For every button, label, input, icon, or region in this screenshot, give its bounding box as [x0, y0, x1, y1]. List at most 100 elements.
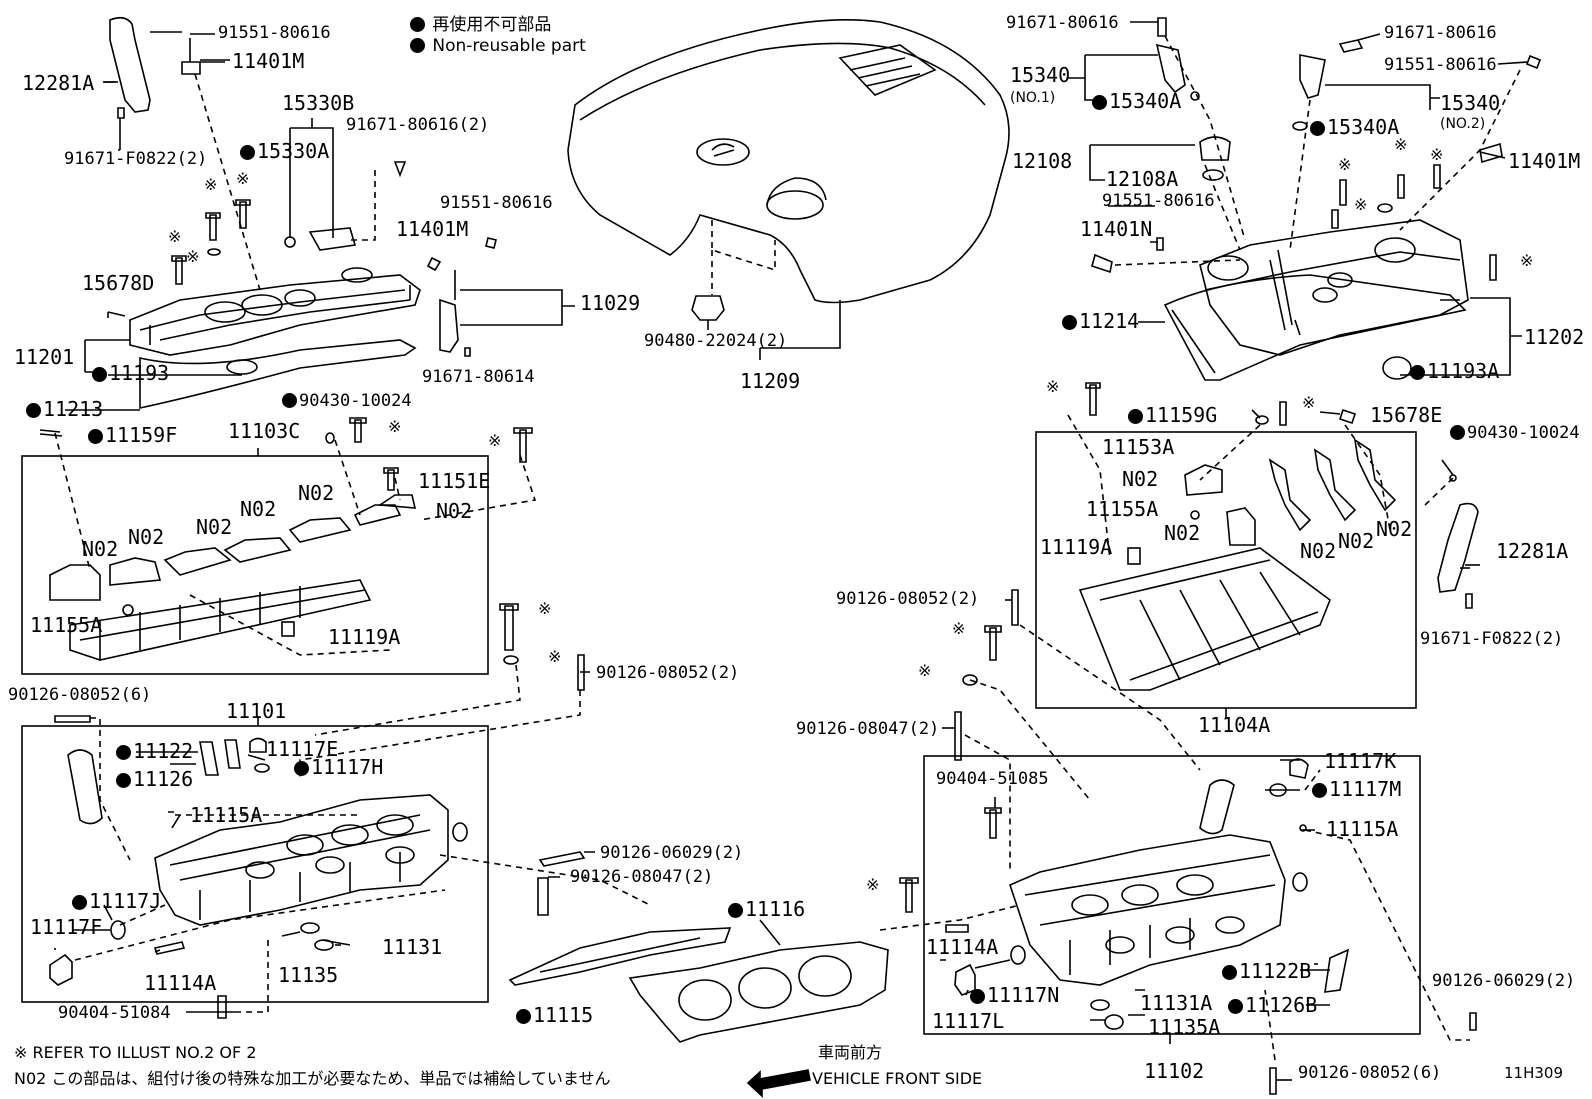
part-label[interactable]: 11115 — [516, 1004, 593, 1026]
part-label[interactable]: 15340 — [1010, 63, 1071, 87]
part-label[interactable]: 91551-80616 — [440, 193, 553, 213]
part-label[interactable]: 91551-80616 — [1102, 191, 1215, 211]
part-label[interactable]: 90126-08052(2) — [836, 589, 980, 609]
part-label[interactable]: 90126-08052(6) — [8, 685, 152, 705]
part-label[interactable]: 91671-80616 — [1006, 13, 1119, 33]
part-label[interactable]: N02 — [82, 537, 119, 561]
part-label[interactable]: 90126-08047(2) — [796, 719, 940, 739]
part-label[interactable]: 91671-F0822(2) — [1420, 629, 1564, 649]
part-label[interactable]: 11401M — [1508, 149, 1581, 173]
part-label[interactable]: 11193 — [92, 362, 169, 384]
part-label[interactable]: 90404-51085 — [936, 769, 1049, 789]
part-label[interactable]: N02 — [1338, 529, 1375, 553]
part-label[interactable]: 11126 — [116, 768, 193, 790]
non-reusable-dot-icon — [970, 989, 985, 1004]
part-label[interactable]: N02 — [240, 497, 277, 521]
part-label[interactable]: 15330A — [240, 140, 329, 162]
part-label[interactable]: N02 — [1164, 521, 1201, 545]
part-label[interactable]: 91551-80616 — [1384, 55, 1497, 75]
part-label[interactable]: 11117J — [72, 890, 161, 912]
part-label[interactable]: 11401M — [396, 217, 469, 241]
part-label[interactable]: 11131A — [1140, 991, 1213, 1015]
part-label[interactable]: 11213 — [26, 398, 103, 420]
part-label[interactable]: 90126-08052(2) — [596, 663, 740, 683]
part-label[interactable]: 15340 — [1440, 91, 1501, 115]
non-reusable-dot-icon — [294, 761, 309, 776]
part-label[interactable]: 11201 — [14, 345, 75, 369]
part-label[interactable]: 91671-80616(2) — [346, 115, 490, 135]
part-label[interactable]: 11159G — [1128, 404, 1217, 426]
part-label[interactable]: 11117F — [30, 915, 103, 939]
part-label[interactable]: N02 — [1300, 539, 1337, 563]
part-label[interactable]: 15340A — [1092, 90, 1181, 112]
part-label[interactable]: 90404-51084 — [58, 1003, 171, 1023]
part-label[interactable]: 12281A — [1496, 539, 1569, 563]
part-label[interactable]: 11117H — [294, 756, 383, 778]
part-label[interactable]: 11401M — [232, 49, 305, 73]
part-label[interactable]: 15330B — [282, 91, 355, 115]
part-label[interactable]: 11117K — [1324, 749, 1397, 773]
part-label[interactable]: 11401N — [1080, 217, 1153, 241]
part-label[interactable]: 11151E — [418, 469, 491, 493]
part-label[interactable]: 11122 — [116, 740, 193, 762]
part-label[interactable]: 90126-06029(2) — [600, 843, 744, 863]
part-label[interactable]: 11155A — [30, 613, 103, 637]
part-label[interactable]: 11153A — [1102, 435, 1175, 459]
part-label[interactable]: 12108 — [1012, 149, 1073, 173]
part-label[interactable]: 11135A — [1148, 1015, 1221, 1039]
part-label[interactable]: 11117E — [266, 737, 339, 761]
part-label[interactable]: N02 — [298, 481, 335, 505]
part-label[interactable]: 90480-22024(2) — [644, 331, 788, 351]
part-label[interactable]: N02 — [1122, 467, 1159, 491]
part-label[interactable]: 91551-80616 — [218, 23, 331, 43]
part-label[interactable]: 11117L — [932, 1009, 1005, 1033]
part-label[interactable]: 11104A — [1198, 713, 1271, 737]
part-label[interactable]: 11101 — [226, 699, 287, 723]
part-label[interactable]: 11126B — [1228, 994, 1317, 1016]
part-label[interactable]: 90126-08052(6) — [1298, 1063, 1442, 1083]
part-label[interactable]: 11116 — [728, 898, 805, 920]
part-label[interactable]: 11131 — [382, 935, 443, 959]
part-label[interactable]: 11159F — [88, 424, 177, 446]
part-label[interactable]: 11103C — [228, 419, 301, 443]
part-label[interactable]: 90126-06029(2) — [1432, 971, 1576, 991]
non-reusable-dot-icon — [410, 38, 425, 53]
part-label[interactable]: 91671-F0822(2) — [64, 149, 208, 169]
part-label[interactable]: 11029 — [580, 291, 641, 315]
part-label[interactable]: 91671-80614 — [422, 367, 535, 387]
part-label[interactable]: 11155A — [1086, 497, 1159, 521]
part-label[interactable]: 11122B — [1222, 960, 1311, 982]
part-label[interactable]: 15340A — [1310, 116, 1399, 138]
part-label[interactable]: 12108A — [1106, 167, 1179, 191]
part-label[interactable]: 11119A — [328, 625, 401, 649]
note-n02: N02 この部品は、組付け後の特殊な加工が必要なため、単品では補給していません — [14, 1069, 611, 1088]
part-label[interactable]: N02 — [1376, 517, 1413, 541]
part-label[interactable]: 11117N — [970, 984, 1059, 1006]
part-label[interactable]: 11135 — [278, 963, 339, 987]
part-label[interactable]: 15678E — [1370, 403, 1443, 427]
front-jp: 車両前方 — [818, 1043, 883, 1062]
part-label[interactable]: 11115A — [190, 803, 263, 827]
part-label[interactable]: N02 — [436, 499, 473, 523]
part-label[interactable]: N02 — [196, 515, 233, 539]
part-label[interactable]: 15678D — [82, 271, 155, 295]
part-label[interactable]: 11114A — [926, 935, 999, 959]
part-label[interactable]: 11202 — [1524, 325, 1585, 349]
part-label[interactable]: 12281A — [22, 71, 95, 95]
part-label[interactable]: 11119A — [1040, 535, 1113, 559]
part-label[interactable]: (NO.1) — [1010, 90, 1056, 106]
part-label[interactable]: 90430-10024 — [282, 392, 412, 410]
part-label[interactable]: 11114A — [144, 971, 217, 995]
part-label[interactable]: 11214 — [1062, 310, 1139, 332]
part-label[interactable]: 11117M — [1312, 778, 1401, 800]
part-label[interactable]: 91671-80616 — [1384, 23, 1497, 43]
part-label[interactable]: (NO.2) — [1440, 116, 1486, 132]
part-label[interactable]: N02 — [128, 525, 165, 549]
part-label[interactable]: 90126-08047(2) — [570, 867, 714, 887]
part-label[interactable]: 11193A — [1410, 360, 1499, 382]
part-label[interactable]: 90430-10024 — [1450, 424, 1580, 442]
part-label[interactable]: 11209 — [740, 369, 801, 393]
part-label[interactable]: 11115A — [1326, 817, 1399, 841]
part-label[interactable]: 11102 — [1144, 1059, 1205, 1083]
